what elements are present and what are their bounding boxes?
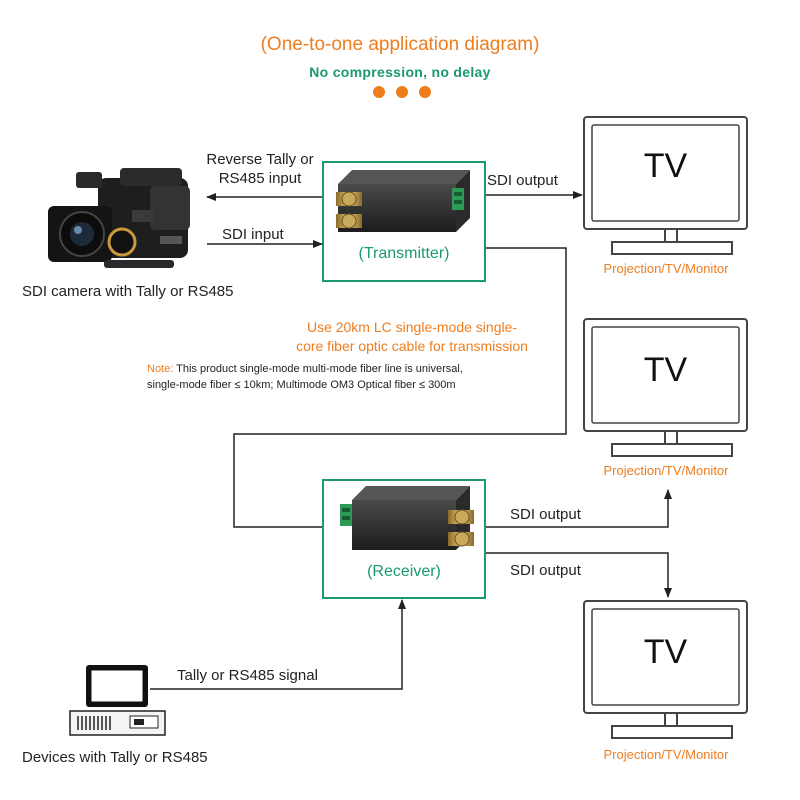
diagram-subtitle: No compression, no delay [309, 64, 491, 80]
sdi-camera-icon [48, 168, 190, 268]
sdi-input-label: SDI input [222, 226, 284, 243]
receiver-device-icon [340, 486, 474, 550]
receiver-label: (Receiver) [367, 563, 441, 580]
note-line2: single-mode fiber ≤ 10km; Multimode OM3 … [147, 379, 456, 391]
tv-caption: Projection/TV/Monitor [603, 747, 729, 762]
transmitter-sdi-output-label: SDI output [487, 172, 558, 189]
fiber-note: Note: This product single-mode multi-mod… [147, 361, 463, 393]
tv-monitor-icon [583, 600, 748, 739]
camera-caption: SDI camera with Tally or RS485 [22, 283, 234, 300]
tv-monitor-icon [583, 116, 748, 255]
reverse-tally-label-line1: Reverse Tally or [206, 151, 314, 168]
tv-screen-text: TV [643, 147, 688, 185]
note-prefix: Note: [147, 363, 174, 375]
tv-screen-text: TV [643, 633, 688, 671]
diagram-title: (One-to-one application diagram) [260, 34, 540, 55]
receiver-sdi-output-label-2: SDI output [510, 562, 581, 579]
reverse-tally-label-line2: RS485 input [218, 170, 302, 187]
transmitter-label: (Transmitter) [358, 245, 450, 262]
receiver-sdi-output-arrow-2 [486, 552, 672, 598]
transmitter-device-icon [336, 170, 470, 232]
tv-monitor-icon [583, 318, 748, 457]
tally-device-icon [69, 665, 166, 736]
decor-dot [419, 86, 431, 98]
fiber-optic-line [233, 247, 567, 528]
receiver-sdi-output-label-1: SDI output [510, 506, 581, 523]
reverse-tally-label: Reverse Tally or RS485 input [190, 150, 330, 188]
tv-caption: Projection/TV/Monitor [603, 261, 729, 276]
device-caption: Devices with Tally or RS485 [22, 749, 208, 766]
receiver-sdi-output-arrow-1 [486, 489, 672, 528]
fiber-description-line2: core fiber optic cable for transmission [296, 338, 528, 354]
fiber-description-line1: Use 20km LC single-mode single- [306, 319, 518, 335]
decor-dot [373, 86, 385, 98]
tv-caption: Projection/TV/Monitor [603, 463, 729, 478]
tv-screen-text: TV [643, 351, 688, 389]
tally-signal-label: Tally or RS485 signal [177, 667, 318, 684]
note-line1: This product single-mode multi-mode fibe… [173, 363, 463, 375]
decor-dot [396, 86, 408, 98]
fiber-description: Use 20km LC single-mode single- core fib… [262, 318, 562, 356]
tally-signal-arrow [150, 599, 406, 690]
